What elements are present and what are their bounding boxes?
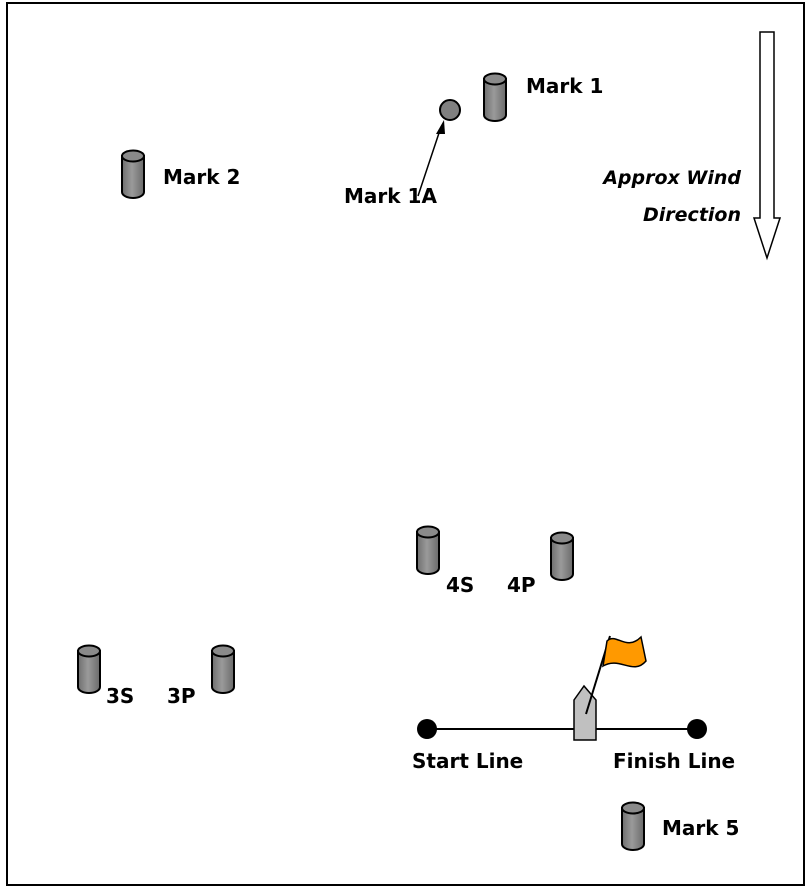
mark-2-label: Mark 2 <box>163 165 240 189</box>
mark-5-label: Mark 5 <box>662 816 739 840</box>
start-line-end <box>417 719 437 739</box>
start-line-label: Start Line <box>412 749 523 773</box>
mark-1-label: Mark 1 <box>526 74 603 98</box>
diagram-border <box>6 2 805 886</box>
finish-line-label: Finish Line <box>613 749 735 773</box>
committee-flag <box>602 635 647 668</box>
mark-4p-label: 4P <box>507 573 536 597</box>
mark-1a-pointer <box>417 126 442 197</box>
mark-4s-label: 4S <box>446 573 474 597</box>
mark-1-buoy <box>482 72 508 123</box>
mark-3s-buoy <box>76 644 102 695</box>
mark-4p-buoy <box>549 531 575 582</box>
mark-3s-label: 3S <box>106 684 134 708</box>
finish-line-end <box>687 719 707 739</box>
wind-direction-label-line1: Approx Wind <box>601 167 741 189</box>
mark-3p-label: 3P <box>167 684 196 708</box>
mark-4s-buoy <box>415 525 441 576</box>
mark-2-buoy <box>120 149 146 200</box>
mark-1a-pointer-head <box>436 120 445 134</box>
wind-direction-arrow <box>752 31 782 261</box>
wind-direction-label-line2: Direction <box>643 204 741 226</box>
mark-5-buoy <box>620 801 646 852</box>
mark-3p-buoy <box>210 644 236 695</box>
mark-1a-label: Mark 1A <box>344 184 437 208</box>
mark-1a-buoy <box>439 99 461 121</box>
